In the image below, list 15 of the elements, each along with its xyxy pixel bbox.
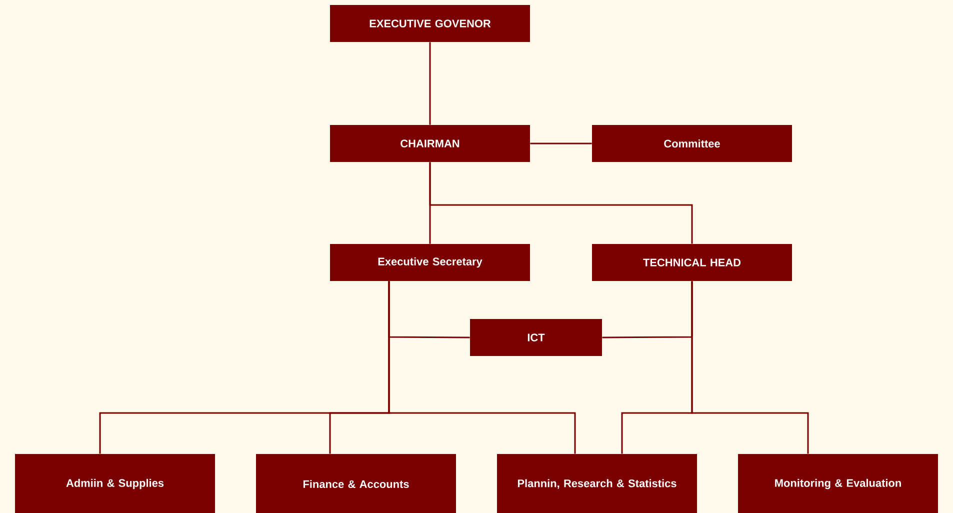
connector-line xyxy=(429,42,431,125)
connector-line xyxy=(691,281,809,454)
org-box: Plannin, Research & Statistics xyxy=(497,454,697,513)
org-box: EXECUTIVE GOVENOR xyxy=(330,5,530,42)
connector-line xyxy=(388,281,576,454)
org-box: Monitoring & Evaluation xyxy=(738,454,938,513)
org-box: Finance & Accounts xyxy=(256,454,456,513)
org-box: Admiin & Supplies xyxy=(15,454,215,513)
org-box: CHAIRMAN xyxy=(330,125,530,162)
connector-line xyxy=(530,142,592,144)
org-box: Committee xyxy=(592,125,792,162)
org-box: ICT xyxy=(470,319,602,356)
connector-line xyxy=(429,162,693,244)
org-box: TECHNICAL HEAD xyxy=(592,244,792,281)
org-box: Executive Secretary xyxy=(330,244,530,281)
